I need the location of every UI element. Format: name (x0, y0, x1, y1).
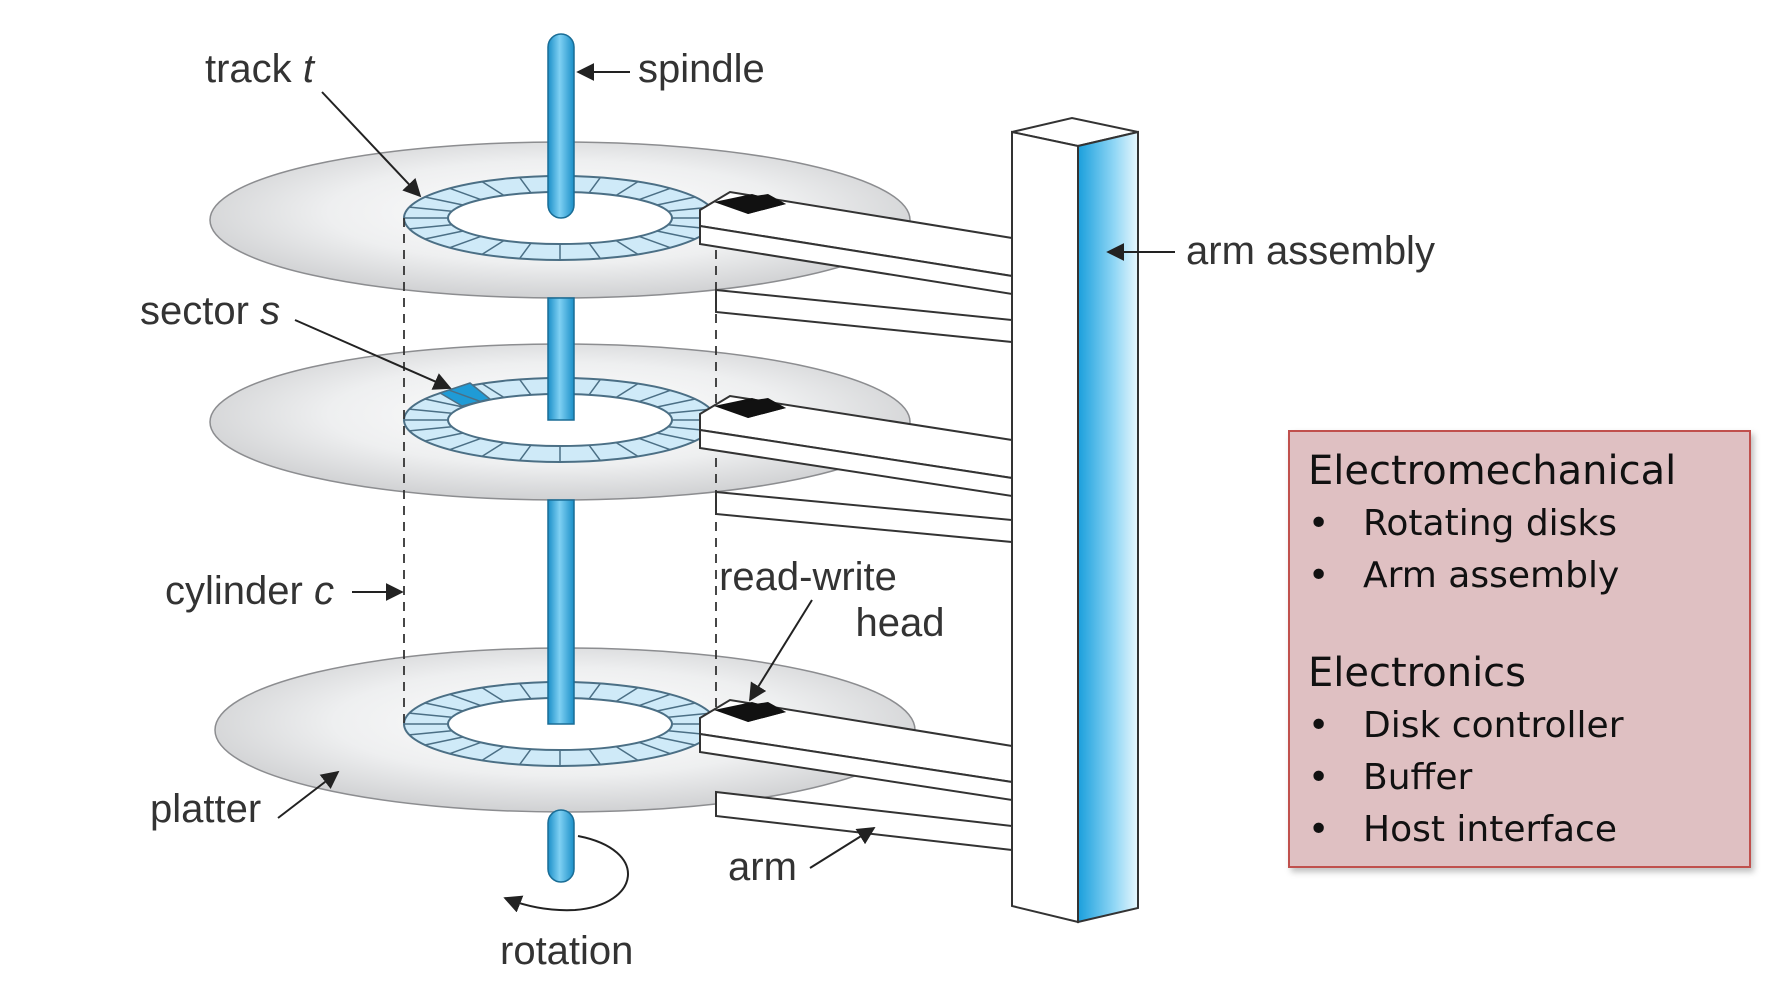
sector-division-line (424, 432, 464, 442)
sector-division-line (424, 736, 464, 746)
sector-division-line (409, 425, 452, 432)
sector-division-line (481, 382, 505, 399)
sector-division-line (615, 239, 639, 256)
arms (699, 190, 1013, 852)
label-arrows (277, 63, 1175, 869)
sector-division-line (449, 389, 482, 403)
sector-division-line (638, 437, 671, 451)
spindle (547, 33, 575, 883)
sector-division-line (615, 180, 639, 197)
sector-division-line (449, 187, 482, 201)
list-item: •Arm assembly (1308, 555, 1620, 596)
list-item: •Disk controller (1308, 705, 1624, 746)
sector-division-line (588, 242, 602, 260)
label-read-write-line1: read-write (719, 555, 897, 599)
sector-division-line (409, 408, 452, 415)
sector-divisions (404, 176, 716, 260)
sector-division-line (588, 748, 602, 766)
sector-division-line (615, 441, 639, 458)
sector-division-line (518, 444, 532, 462)
heading-electromechanical: Electromechanical (1308, 448, 1677, 494)
sector-division-line (424, 230, 464, 240)
list-item: •Host interface (1308, 809, 1617, 850)
sector-division-line (615, 382, 639, 399)
sector-division-line (449, 235, 482, 249)
sector-division-line (481, 239, 505, 256)
sector-division-line (656, 432, 696, 442)
sector-division-line (424, 196, 464, 206)
sector-division-line (409, 206, 452, 213)
sector-division-line (481, 180, 505, 197)
label-cylinder: cylinder c (165, 569, 334, 613)
sector-division-line (449, 437, 482, 451)
read-write-heads (714, 194, 786, 722)
sector-division-line (518, 176, 532, 194)
label-platter: platter (150, 787, 261, 831)
sector-division-line (409, 223, 452, 230)
sector-division-line (409, 712, 452, 719)
sector-division-line (638, 741, 671, 755)
sector-division-line (668, 712, 711, 719)
sector-division-line (481, 686, 505, 703)
list-item: •Rotating disks (1308, 503, 1618, 544)
heading-electronics: Electronics (1308, 650, 1527, 696)
sector-division-line (409, 729, 452, 736)
sector-division-line (638, 693, 671, 707)
label-read-write-line2: head (856, 601, 945, 645)
label-arm: arm (728, 845, 797, 889)
sector-division-line (656, 736, 696, 746)
label-track: track t (205, 47, 316, 91)
sector-division-line (656, 196, 696, 206)
sector-division-line (424, 398, 464, 408)
sector-division-line (518, 242, 532, 260)
sector-division-line (518, 682, 532, 700)
sector-division-line (481, 441, 505, 458)
sector-division-line (449, 693, 482, 707)
sector-division-line (615, 686, 639, 703)
label-sector: sector s (140, 289, 280, 333)
electronics-list: •Disk controller •Buffer •Host interface (1308, 700, 1731, 856)
sector-division-line (588, 682, 602, 700)
sector-division-line (656, 702, 696, 712)
sector-division-line (518, 748, 532, 766)
rotation-arrow (503, 835, 629, 913)
sector-division-line (518, 378, 532, 396)
sector-division-line (668, 408, 711, 415)
sector-division-line (424, 702, 464, 712)
sector-division-line (481, 745, 505, 762)
label-spindle: spindle (638, 47, 765, 91)
sector-division-line (638, 235, 671, 249)
sector-division-line (449, 741, 482, 755)
sector-division-line (638, 187, 671, 201)
info-box: Electromechanical •Rotating disks •Arm a… (1288, 430, 1751, 868)
sector-division-line (615, 745, 639, 762)
label-arm-assembly: arm assembly (1186, 229, 1435, 273)
electromechanical-list: •Rotating disks •Arm assembly (1308, 498, 1731, 602)
arm-assembly-column (1011, 116, 1139, 924)
sector-division-line (588, 444, 602, 462)
sector-division-line (588, 176, 602, 194)
label-rotation: rotation (500, 929, 633, 973)
sector-division-line (638, 389, 671, 403)
sector-division-line (656, 230, 696, 240)
list-item: •Buffer (1308, 757, 1473, 798)
sector-division-line (588, 378, 602, 396)
sector-division-line (656, 398, 696, 408)
